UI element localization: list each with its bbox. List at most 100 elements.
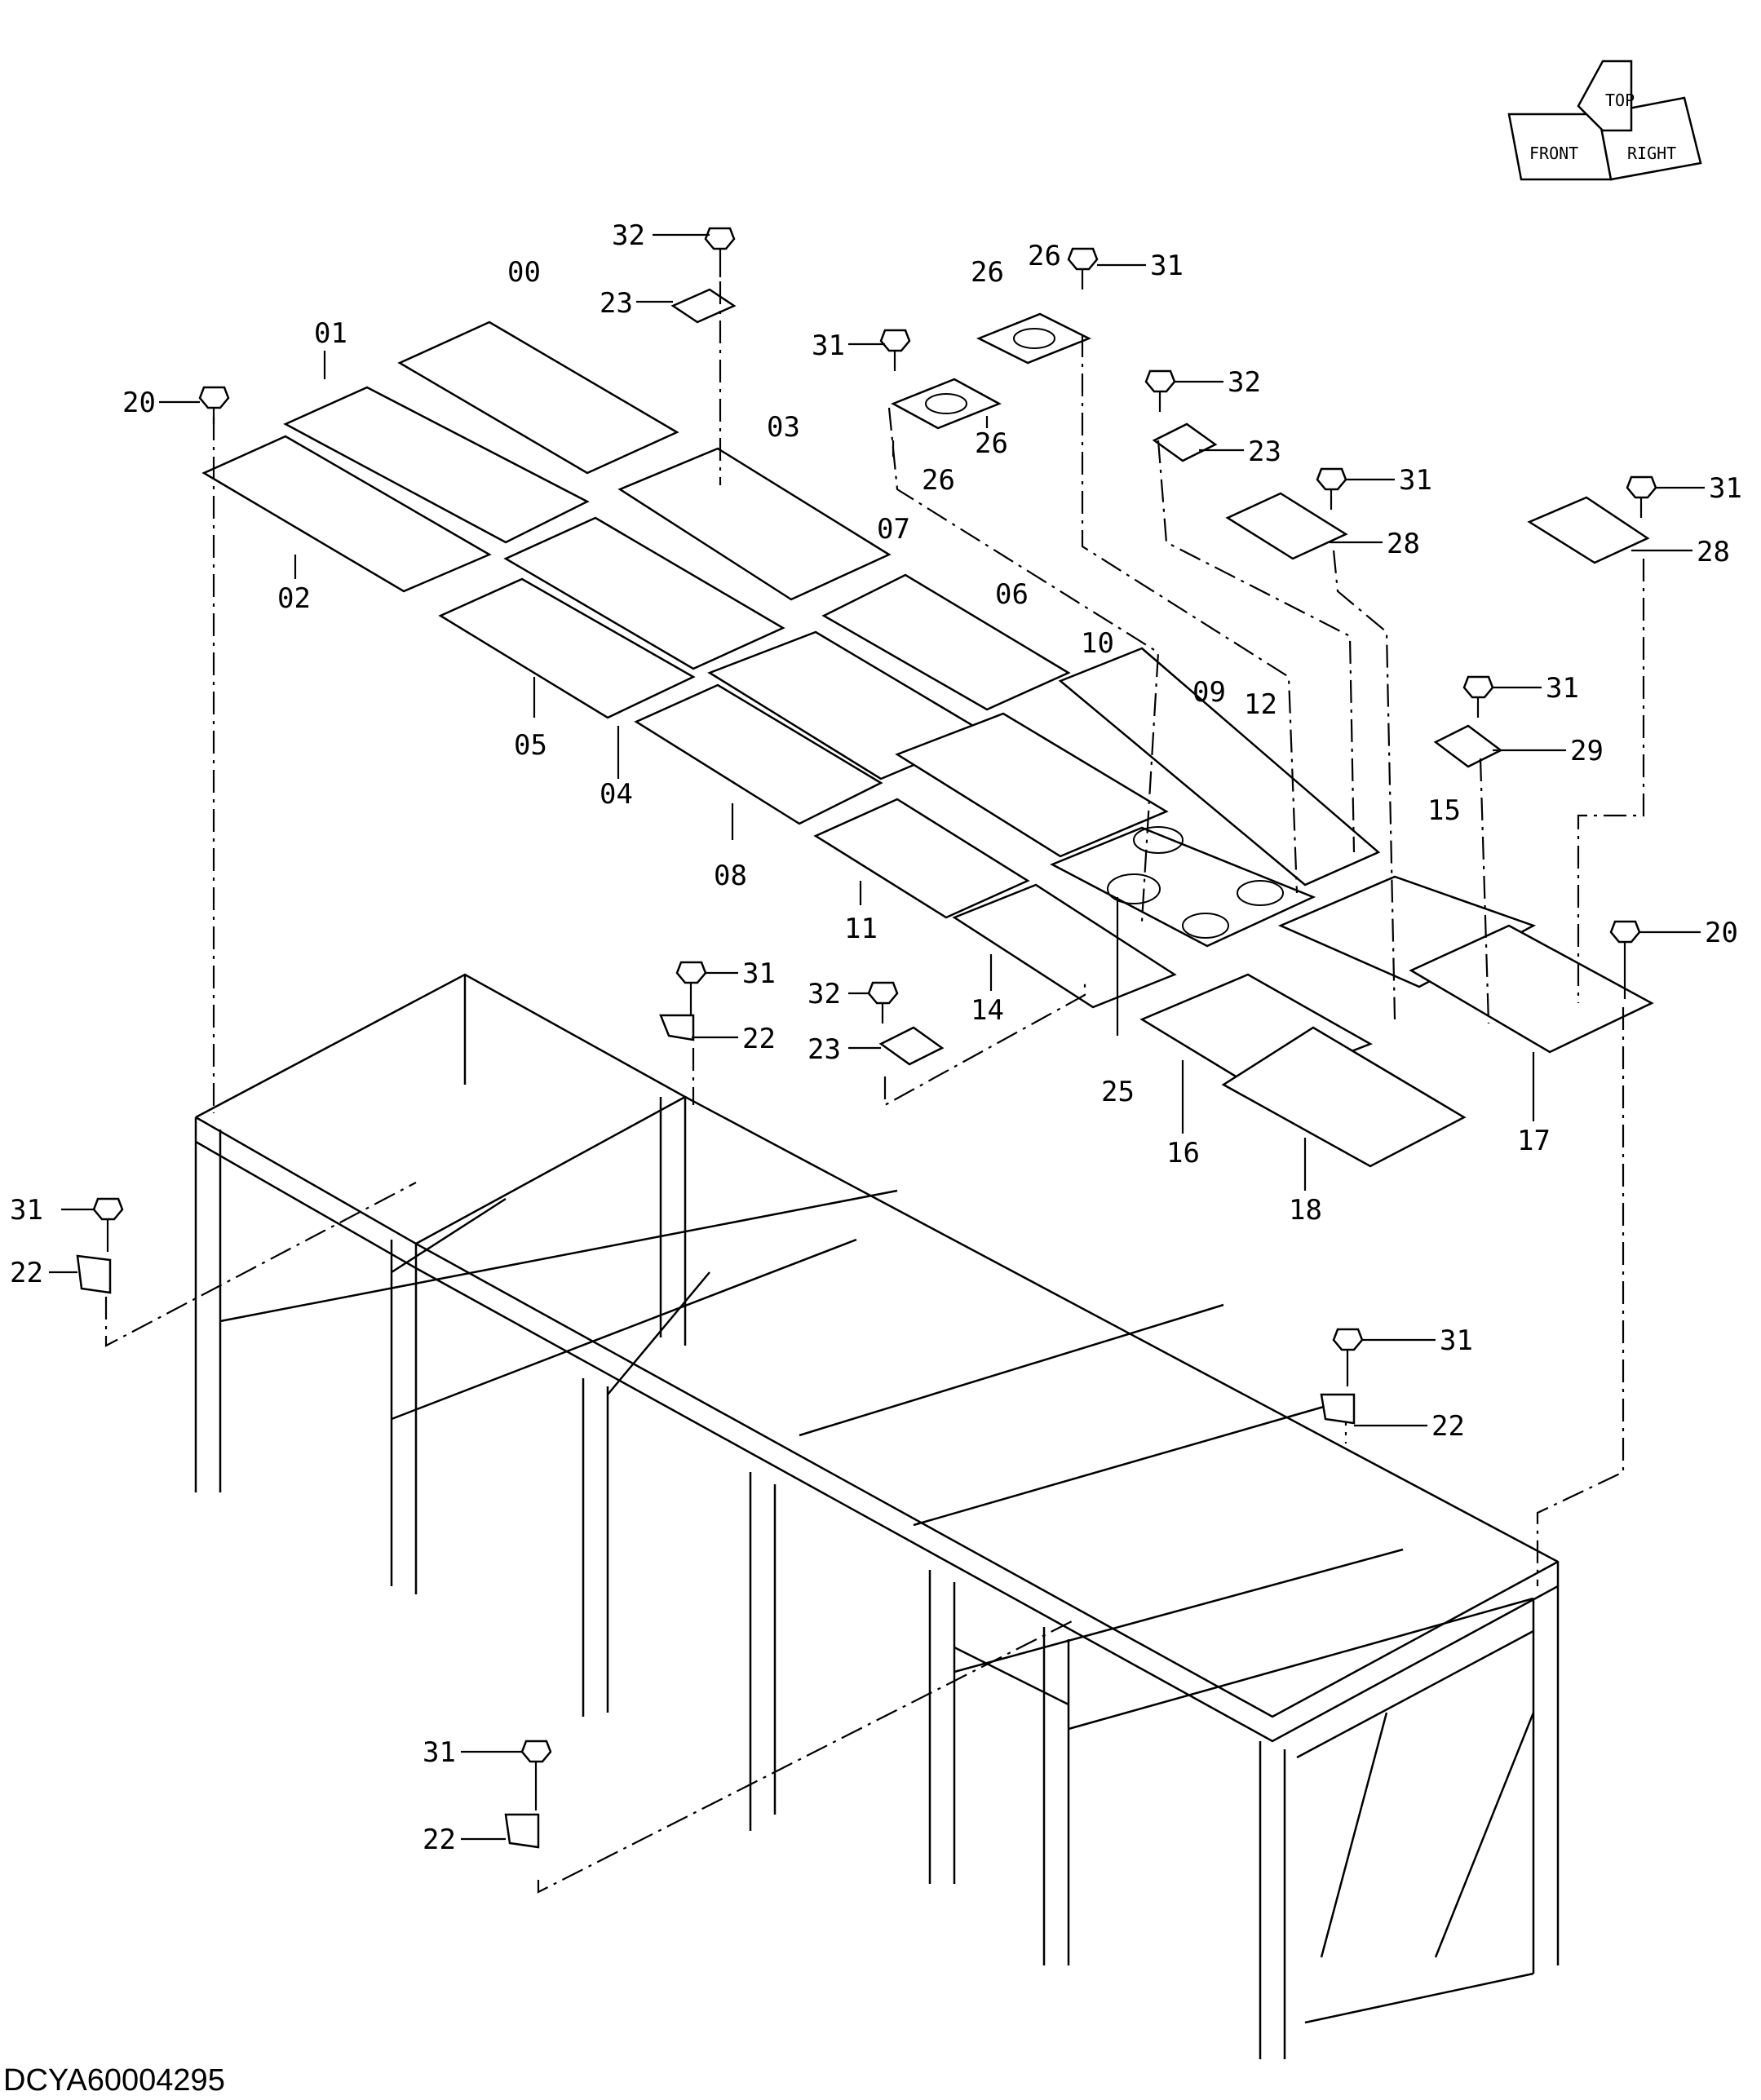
bracket-22-b [76,1254,112,1294]
callout-26-d: 26 [922,464,955,497]
callout-00: 00 [507,256,541,289]
bolt-31-a [879,329,911,371]
callout-31-h: 31 [1440,1324,1473,1357]
callout-08: 08 [714,860,747,892]
callout-11: 11 [844,913,878,945]
callout-23-mid: 23 [1248,435,1281,468]
plate-29 [1433,724,1503,768]
plate-01 [283,386,590,544]
callout-22-c: 22 [1431,1410,1465,1443]
bolt-31-b [1067,247,1099,290]
plate-25 [1050,826,1316,948]
bolt-31-i [520,1740,552,1810]
callout-28-b: 28 [1697,536,1730,568]
plate-05 [438,577,696,719]
plate-23-low [878,1026,945,1066]
hole-12b [1237,880,1284,906]
callout-01: 01 [314,317,347,350]
callout-31-i: 31 [423,1736,456,1769]
callout-14: 14 [971,994,1004,1027]
bolt-32-low [867,981,899,1023]
callout-03: 03 [767,411,800,444]
plate-03 [617,447,892,601]
bolt-20-right [1609,920,1641,999]
callout-31-b: 31 [1150,250,1184,282]
callout-32-mid: 32 [1228,366,1261,399]
callout-25: 25 [1101,1076,1135,1108]
hole-26a [925,393,967,414]
bolt-32-top [704,227,736,277]
plate-28a [1225,492,1348,560]
bolt-31-e [1462,675,1494,718]
callout-28-a: 28 [1387,528,1420,560]
callout-12: 12 [1244,688,1277,721]
bolt-31-f [675,961,707,1015]
callout-04: 04 [600,778,633,811]
plate-00 [397,321,679,475]
callout-06: 06 [995,578,1029,611]
hole-26b [1013,328,1055,349]
plate-23-mid [1152,422,1218,462]
hole-12c [1182,913,1229,939]
plate-26b [976,312,1092,365]
plate-06 [821,573,1071,711]
callout-26-c: 26 [975,427,1008,460]
leaders [49,233,1705,1841]
hole-12a [1133,826,1184,854]
plate-09-12 [1058,647,1381,886]
callout-17: 17 [1517,1125,1551,1157]
callout-31-e: 31 [1546,672,1579,705]
drawing-code: DCYA60004295 [3,2063,225,2098]
callout-09: 09 [1192,676,1226,709]
hole-25 [1107,873,1161,904]
top-label: TOP [1605,91,1635,110]
front-label: FRONT [1529,144,1578,163]
callout-29: 29 [1570,735,1604,767]
bolts [76,227,1657,1849]
callout-31-a: 31 [812,329,845,362]
callout-22-a: 22 [742,1023,776,1055]
callout-31-f: 31 [742,957,776,990]
callout-22-b: 22 [10,1257,43,1289]
callout-16: 16 [1166,1137,1200,1169]
callout-20-left: 20 [122,387,156,419]
bolt-31-g [92,1197,124,1252]
callout-18: 18 [1289,1194,1322,1227]
plate-02 [201,435,492,593]
callout-22-d: 22 [423,1824,456,1856]
orientation-marker: FRONT TOP RIGHT [1507,60,1702,181]
bolt-31-c [1316,467,1347,510]
plate-04 [503,516,785,670]
callout-32-low: 32 [807,978,841,1010]
plate-26a [891,378,1002,430]
callout-31-g: 31 [10,1194,43,1227]
bolt-20-left [198,386,230,424]
callout-15: 15 [1427,794,1461,827]
plate-18 [1221,1026,1467,1168]
callout-32-top: 32 [612,219,645,252]
bracket-22-d [504,1813,540,1849]
callout-10: 10 [1081,627,1114,660]
plate-11 [813,798,1030,919]
callout-26-b: 26 [1028,240,1061,272]
callout-05: 05 [514,729,547,762]
callout-02: 02 [277,582,311,615]
bracket-22-c [1320,1393,1356,1425]
callout-23-top: 23 [600,287,633,320]
plate-17 [1409,924,1654,1054]
main-frame [194,973,1560,2059]
plate-14 [952,883,1177,1009]
callout-31-d: 31 [1709,472,1742,505]
bolt-31-h [1332,1328,1364,1386]
plate-10 [895,712,1169,858]
right-label: RIGHT [1627,144,1676,163]
callout-23-low: 23 [807,1033,841,1066]
callout-labels: 00 01 02 03 04 05 06 07 08 09 10 11 12 1… [10,219,1742,1856]
bolt-32-mid [1144,369,1176,412]
plate-08 [634,683,883,825]
floor-plates [201,288,1654,1168]
callout-26-a: 26 [971,256,1004,289]
callout-20-right: 20 [1705,917,1738,949]
callout-07: 07 [877,513,910,546]
